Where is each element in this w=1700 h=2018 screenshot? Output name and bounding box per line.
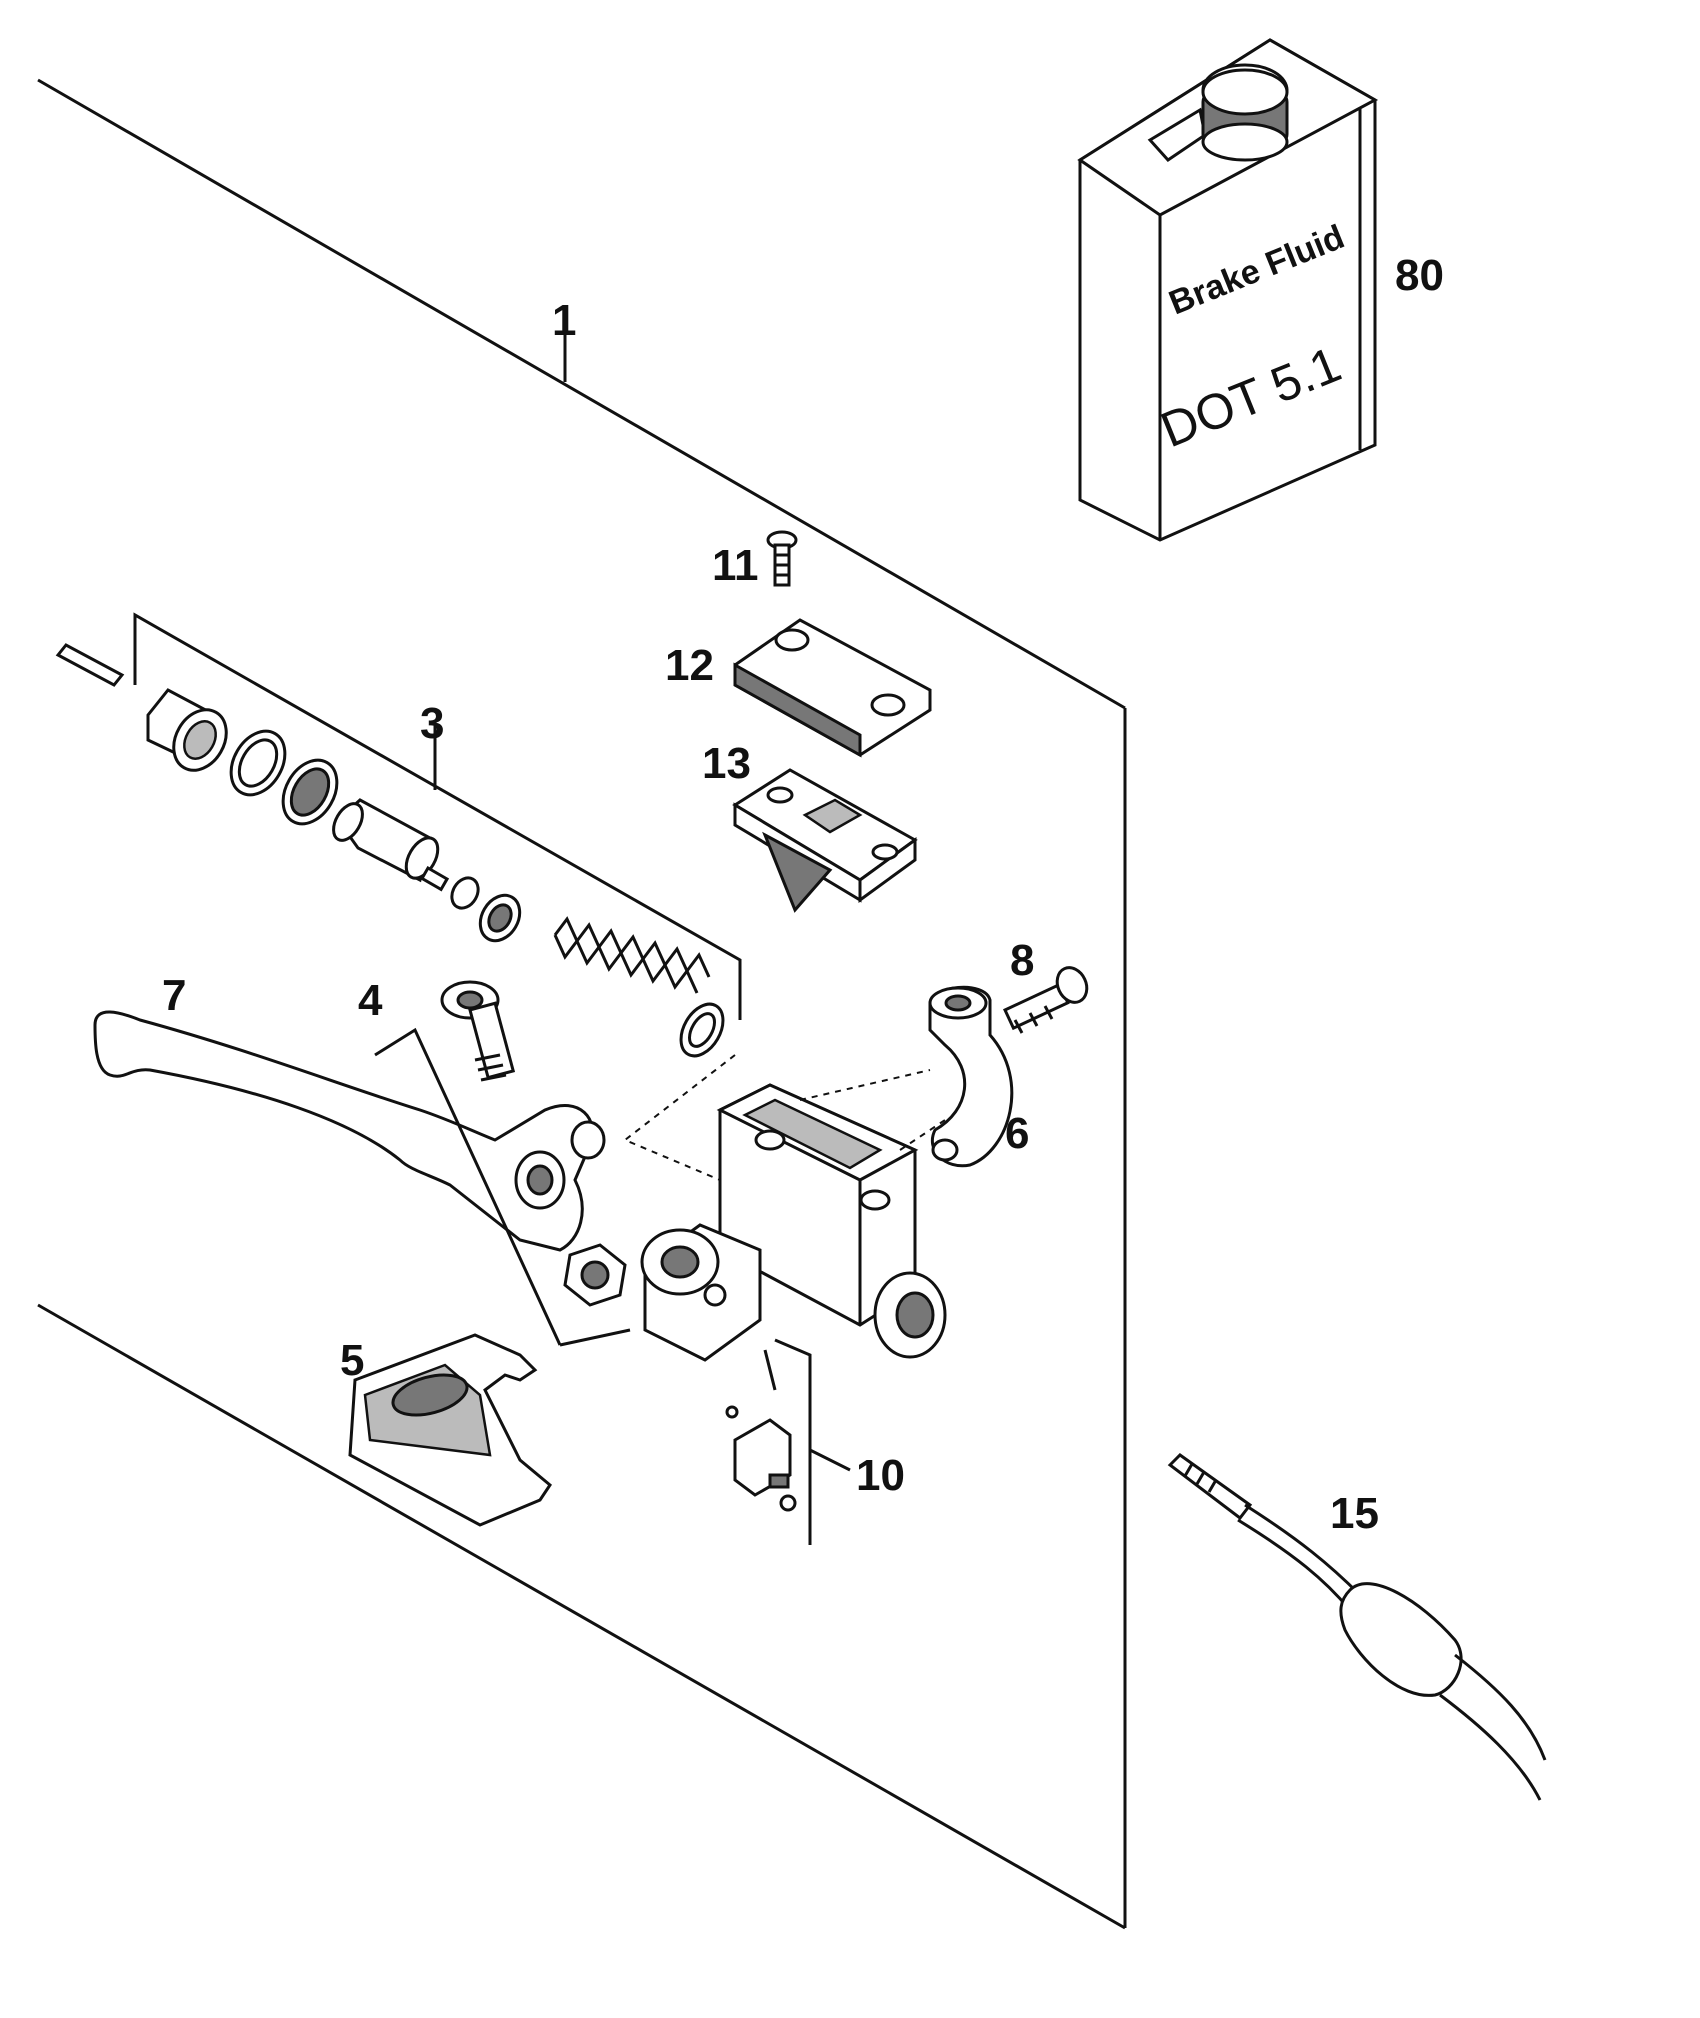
callout-1: 1 <box>552 296 576 345</box>
clamp-bolt <box>1003 966 1089 1034</box>
reservoir-cap-screw <box>766 530 798 587</box>
callout-3: 3 <box>420 699 444 748</box>
pivot-bolt <box>440 980 516 1082</box>
callout-15: 15 <box>1330 1489 1379 1538</box>
callout-80: 80 <box>1395 251 1444 300</box>
pin <box>55 643 125 687</box>
reservoir-cap <box>733 618 932 758</box>
assembly-guide-lines <box>623 1054 946 1181</box>
reservoir-membrane <box>732 768 918 913</box>
return-spring <box>553 916 711 994</box>
pivot-nut <box>563 1243 627 1307</box>
piston-kit-bracket <box>133 612 742 1020</box>
brake-hose <box>1167 1453 1547 1801</box>
piston <box>332 798 450 892</box>
callout-6: 6 <box>1005 1109 1029 1158</box>
brake-lever <box>93 1010 606 1252</box>
lever-guard <box>348 1333 552 1527</box>
callout-12: 12 <box>665 641 714 690</box>
brake-switch-assembly <box>725 1338 851 1545</box>
callout-8: 8 <box>1010 936 1034 985</box>
seal-rings <box>229 729 339 826</box>
assembly-outline <box>37 78 1127 1930</box>
callout-4: 4 <box>358 976 383 1025</box>
washers <box>450 876 522 943</box>
callout-10: 10 <box>856 1451 905 1500</box>
handlebar-clamp <box>928 985 1014 1168</box>
callout-7: 7 <box>162 971 186 1020</box>
callout-11: 11 <box>712 541 759 590</box>
callout-5: 5 <box>340 1336 364 1385</box>
callout-13: 13 <box>702 739 751 788</box>
pivot-group-bracket <box>374 1027 631 1347</box>
callout-labels: 1 3 4 5 6 7 8 10 11 12 13 15 80 <box>162 251 1444 1538</box>
o-ring <box>679 1002 725 1058</box>
master-cylinder-body <box>640 1083 947 1362</box>
dust-boot <box>146 688 228 772</box>
brake-fluid-can: Brake Fluid DOT 5.1 <box>1077 38 1379 542</box>
